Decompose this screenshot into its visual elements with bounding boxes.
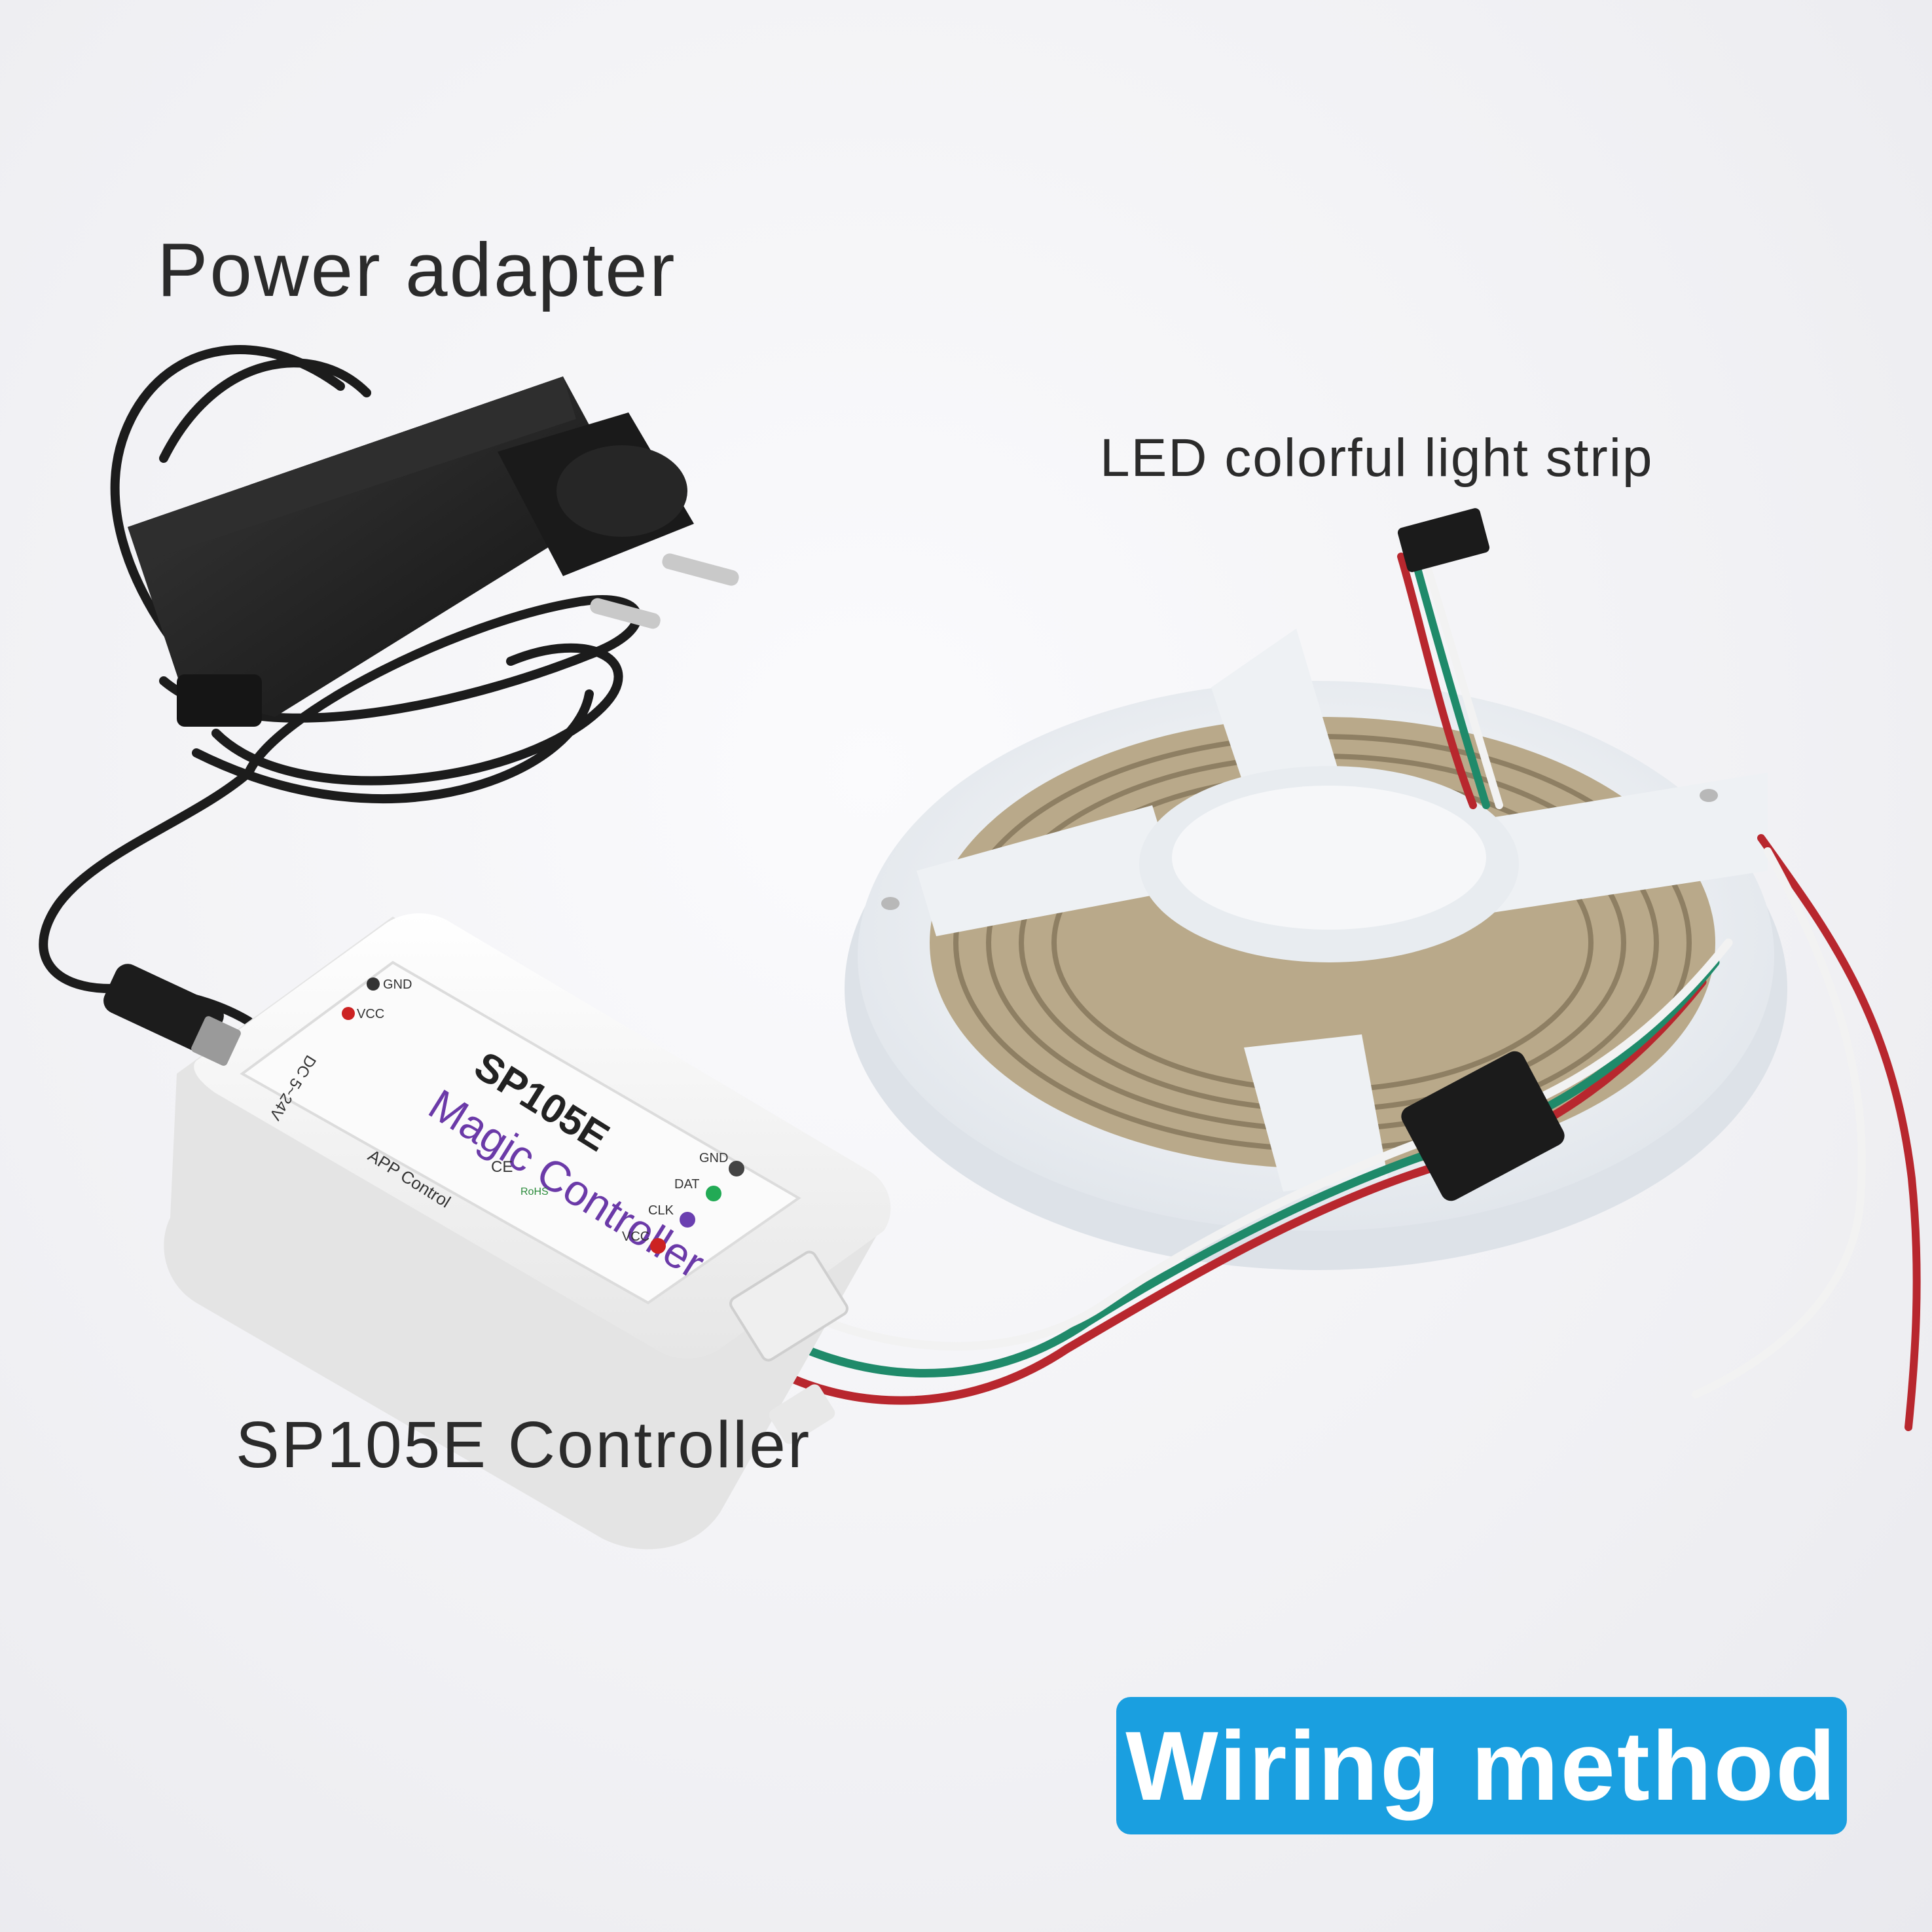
strip-connector-middle <box>1401 1051 1565 1201</box>
strip-connector-top <box>1397 508 1490 572</box>
loose-wires <box>1692 834 1921 1431</box>
power-adapter <box>128 376 739 727</box>
controller-output-dat: DAT <box>674 1177 700 1192</box>
controller-output-vcc: VCC <box>622 1230 649 1244</box>
power-adapter-caption: Power adapter <box>157 227 677 312</box>
controller-input-vcc: VCC <box>357 1007 384 1021</box>
controller-caption: SP105E Controller <box>236 1408 812 1482</box>
controller-cert-ce: CE <box>491 1158 513 1176</box>
strip-lead-wires <box>1397 553 1503 809</box>
wiring-method-label: Wiring method <box>1125 1710 1838 1821</box>
wiring-method-badge: Wiring method <box>1116 1697 1847 1834</box>
controller-to-strip-wires <box>735 938 1733 1405</box>
controller-cert-rohs: RoHS <box>520 1186 549 1197</box>
led-strip-reel <box>845 629 1787 1270</box>
controller-input-gnd: GND <box>383 977 412 992</box>
controller-output-clk: CLK <box>648 1203 674 1218</box>
controller-output-gnd: GND <box>699 1151 728 1165</box>
led-strip-caption: LED colorful light strip <box>1100 428 1654 488</box>
sp105e-controller: SP105E Magic Controller APP Control DC 5… <box>103 913 891 1550</box>
